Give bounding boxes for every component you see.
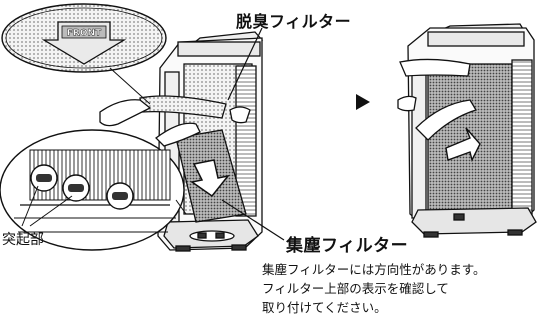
note-line: 取り付けてください。	[262, 300, 387, 315]
push-arrow-right	[445, 127, 481, 163]
protrusion-label: 突起部	[2, 232, 44, 248]
note-line: 集塵フィルターには方向性があります。	[262, 262, 486, 277]
deodorizing-filter-label: 脱臭フィルター	[236, 12, 352, 31]
protrusion-detail-callout	[0, 129, 185, 251]
dust-filter-label: 集塵フィルター	[286, 236, 409, 256]
hands-right	[397, 58, 477, 141]
step-arrow	[356, 94, 370, 110]
front-tag-callout: FRONT	[1, 3, 167, 73]
dust-filter-note: 集塵フィルターには方向性があります。 フィルター上部の表示を確認して 取り付けて…	[262, 260, 486, 317]
deodorizing-filter-panel	[139, 95, 227, 119]
hands-left	[99, 99, 251, 147]
dust-filter-panel-left	[175, 129, 247, 223]
note-line: フィルター上部の表示を確認して	[262, 281, 449, 296]
front-tag-text: FRONT	[67, 29, 102, 39]
